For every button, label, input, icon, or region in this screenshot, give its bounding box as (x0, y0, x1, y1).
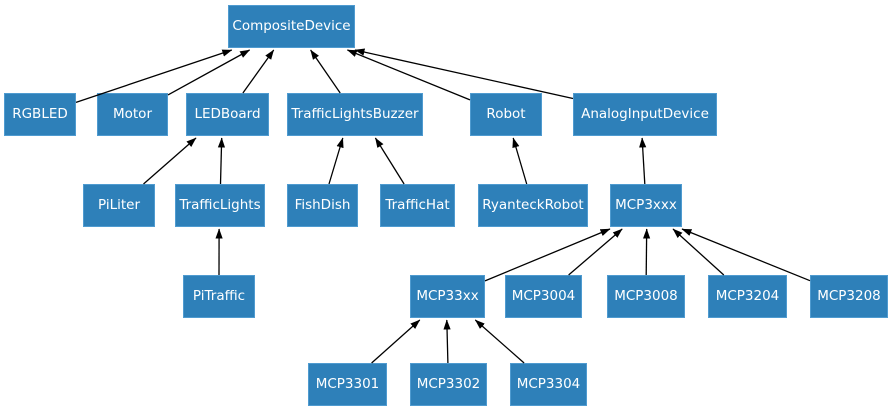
node-trafficlightsbuzzer[interactable]: TrafficLightsBuzzer (287, 93, 423, 136)
node-mcp3008[interactable]: MCP3008 (607, 275, 685, 318)
edge-trafficlightsbuzzer-to-compositedevice (310, 49, 341, 94)
node-label: MCP3302 (416, 375, 481, 392)
node-traffichat[interactable]: TrafficHat (380, 184, 455, 227)
node-mcp3301[interactable]: MCP3301 (308, 363, 387, 406)
node-label: MCP3xxx (615, 196, 677, 213)
node-label: MCP33xx (416, 287, 479, 304)
node-label: MCP3301 (315, 375, 380, 392)
node-label: RyanteckRobot (482, 196, 584, 213)
edge-mcp3208-to-mcp3xxx (681, 228, 811, 282)
node-label: MCP3208 (817, 287, 881, 304)
node-label: Motor (112, 105, 152, 122)
node-mcp3304[interactable]: MCP3304 (510, 363, 587, 406)
node-ryanteckrobot[interactable]: RyanteckRobot (478, 184, 588, 227)
node-robot[interactable]: Robot (470, 93, 542, 136)
edge-mcp3xxx-to-analoginputdevice (639, 137, 647, 185)
edge-analoginputdevice-to-compositedevice (354, 48, 574, 100)
node-mcp3xxx[interactable]: MCP3xxx (610, 184, 682, 227)
node-label: TrafficLightsBuzzer (291, 105, 419, 122)
node-fishdish[interactable]: FishDish (287, 184, 358, 227)
edge-trafficlights-to-ledboard (217, 137, 226, 185)
node-label: RGBLED (12, 105, 68, 122)
node-pitraffic[interactable]: PiTraffic (183, 275, 255, 318)
node-piliter[interactable]: PiLiter (83, 184, 155, 227)
node-mcp33xx[interactable]: MCP33xx (410, 275, 485, 318)
node-compositedevice[interactable]: CompositeDevice (228, 5, 355, 48)
node-trafficlights[interactable]: TrafficLights (175, 184, 265, 227)
node-label: MCP3304 (516, 375, 581, 392)
node-label: CompositeDevice (232, 17, 351, 34)
node-mcp3208[interactable]: MCP3208 (810, 275, 888, 318)
node-label: LEDBoard (194, 105, 261, 122)
node-mcp3204[interactable]: MCP3204 (708, 275, 787, 318)
node-label: PiLiter (97, 196, 141, 213)
node-label: PiTraffic (192, 287, 246, 304)
node-label: MCP3008 (614, 287, 678, 304)
edge-mcp3204-to-mcp3xxx (672, 228, 725, 276)
edge-mcp3304-to-mcp33xx (474, 319, 525, 364)
node-label: AnalogInputDevice (581, 105, 709, 122)
edge-mcp3008-to-mcp3xxx (642, 228, 651, 276)
node-mcp3302[interactable]: MCP3302 (410, 363, 487, 406)
edge-fishdish-to-trafficlightsbuzzer (328, 137, 344, 185)
node-mcp3004[interactable]: MCP3004 (505, 275, 582, 318)
edge-mcp3301-to-mcp33xx (371, 319, 421, 364)
node-label: TrafficHat (385, 196, 450, 213)
node-label: MCP3204 (715, 287, 780, 304)
edge-motor-to-compositedevice (167, 49, 251, 96)
node-label: Robot (486, 105, 526, 122)
edge-mcp3302-to-mcp33xx (443, 319, 451, 364)
node-rgbled[interactable]: RGBLED (4, 93, 76, 136)
edge-ledboard-to-compositedevice (242, 49, 275, 94)
node-ledboard[interactable]: LEDBoard (186, 93, 269, 136)
node-analoginputdevice[interactable]: AnalogInputDevice (573, 93, 717, 136)
edge-mcp3004-to-mcp3xxx (568, 228, 623, 276)
edge-ryanteckrobot-to-robot (512, 137, 528, 185)
edge-traffichat-to-trafficlightsbuzzer (374, 137, 405, 185)
node-label: TrafficLights (179, 196, 261, 213)
node-label: MCP3004 (511, 287, 576, 304)
edge-piliter-to-ledboard (143, 137, 197, 185)
node-motor[interactable]: Motor (97, 93, 168, 136)
edge-mcp33xx-to-mcp3xxx (484, 228, 611, 282)
node-label: FishDish (294, 196, 351, 213)
